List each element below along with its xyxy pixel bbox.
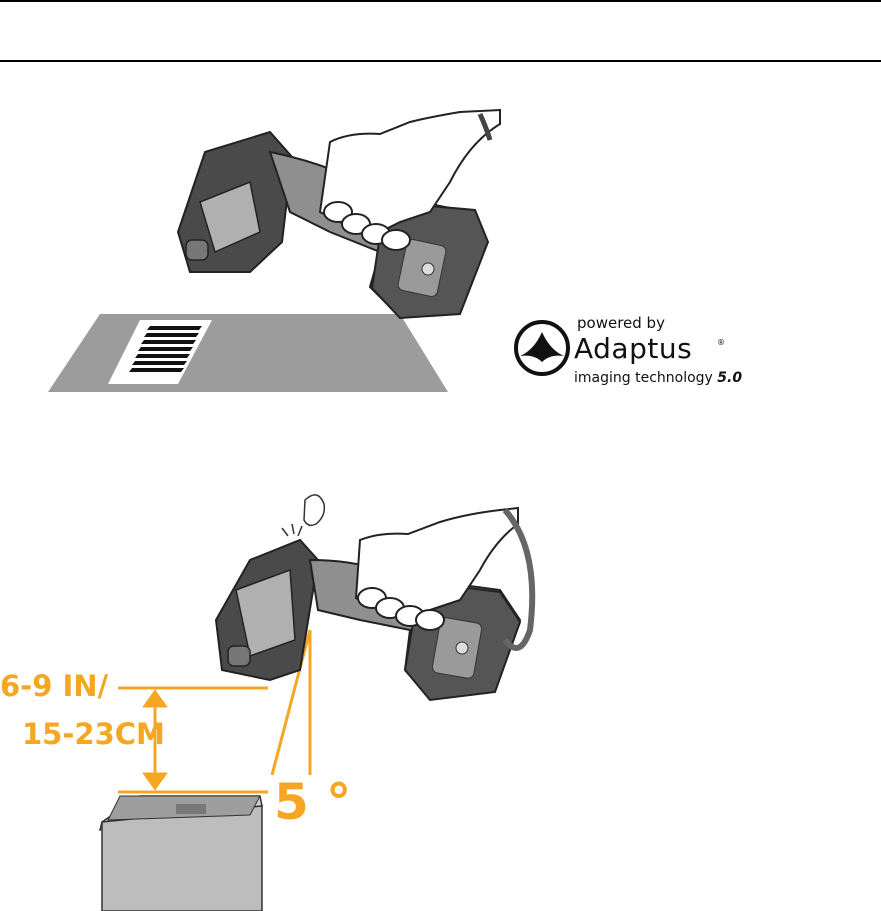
ear-icon — [303, 494, 326, 527]
angle-indicator — [270, 629, 312, 776]
header-rule-bottom — [0, 60, 881, 62]
logo-brand: Adaptus — [574, 332, 693, 365]
strap-loop — [502, 508, 536, 651]
logo-powered-by: powered by — [577, 314, 665, 332]
adaptus-logo: powered by Adaptus ® imaging technology … — [512, 312, 772, 392]
figure-scan-box-distance — [99, 494, 536, 911]
figure-scan-flat-barcode — [48, 108, 501, 392]
distance-label-cm: 15-23CM — [22, 717, 165, 751]
beep-lines-icon — [281, 523, 303, 537]
angle-label: 5 ° — [274, 773, 352, 831]
header-rule-top — [0, 0, 881, 2]
hand-icon — [318, 108, 501, 251]
document-surface — [48, 314, 448, 392]
logo-version: 5.0 — [717, 370, 743, 386]
logo-tagline-text: imaging technology — [574, 370, 718, 386]
package-box-icon — [99, 795, 263, 911]
distance-indicator — [118, 686, 268, 794]
hand-icon-2 — [354, 506, 519, 631]
wrist-strap — [477, 112, 493, 141]
distance-label-inches: 6-9 IN/ — [0, 669, 109, 703]
logo-registered-mark: ® — [717, 338, 725, 347]
logo-tagline: imaging technology 5.0 — [574, 370, 742, 386]
barcode-bars-icon — [129, 326, 202, 372]
adaptus-emblem-icon — [514, 320, 570, 376]
